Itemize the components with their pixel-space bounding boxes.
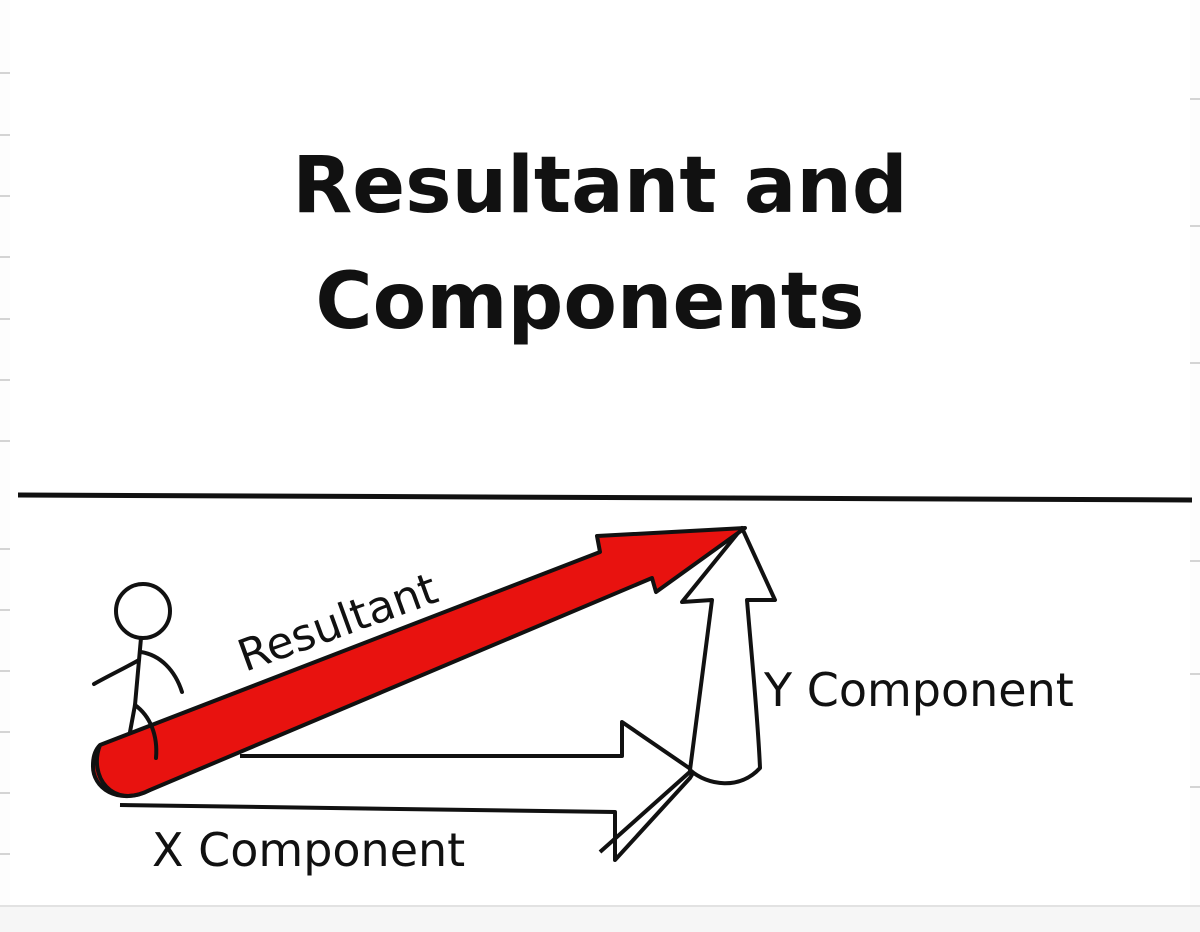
margin-tick [0,256,12,258]
margin-tick [1188,225,1200,227]
margin-tick [0,379,12,381]
margin-tick [0,195,12,197]
margin-tick [1188,98,1200,100]
y-component-arrow [680,526,777,786]
margin-tick [0,134,12,136]
margin-tick [0,853,12,855]
upper-x-arrow [240,720,694,854]
margin-tick [0,792,12,794]
margin-tick [0,440,12,442]
margin-tick [0,72,12,74]
stick-figure-icon [92,582,184,760]
margin-tick [0,548,12,550]
margin-tick [1188,786,1200,788]
margin-tick [1188,673,1200,675]
slide: Resultant and Components [10,0,1190,905]
title-line-1: Resultant and [292,141,908,231]
resultant-arrow [90,526,747,799]
slide-title: Resultant and Components [10,128,1190,360]
page-bottom-edge [0,905,1200,932]
x-component-label: X Component [152,823,465,877]
ground-line [17,492,1193,503]
margin-tick [0,609,12,611]
resultant-tail [94,744,151,798]
margin-tick [1188,560,1200,562]
title-line-2: Components [315,257,865,347]
margin-tick [1188,362,1200,364]
margin-tick [0,731,12,733]
margin-tick [0,670,12,672]
y-component-label: Y Component [763,663,1074,717]
margin-tick [0,318,12,320]
